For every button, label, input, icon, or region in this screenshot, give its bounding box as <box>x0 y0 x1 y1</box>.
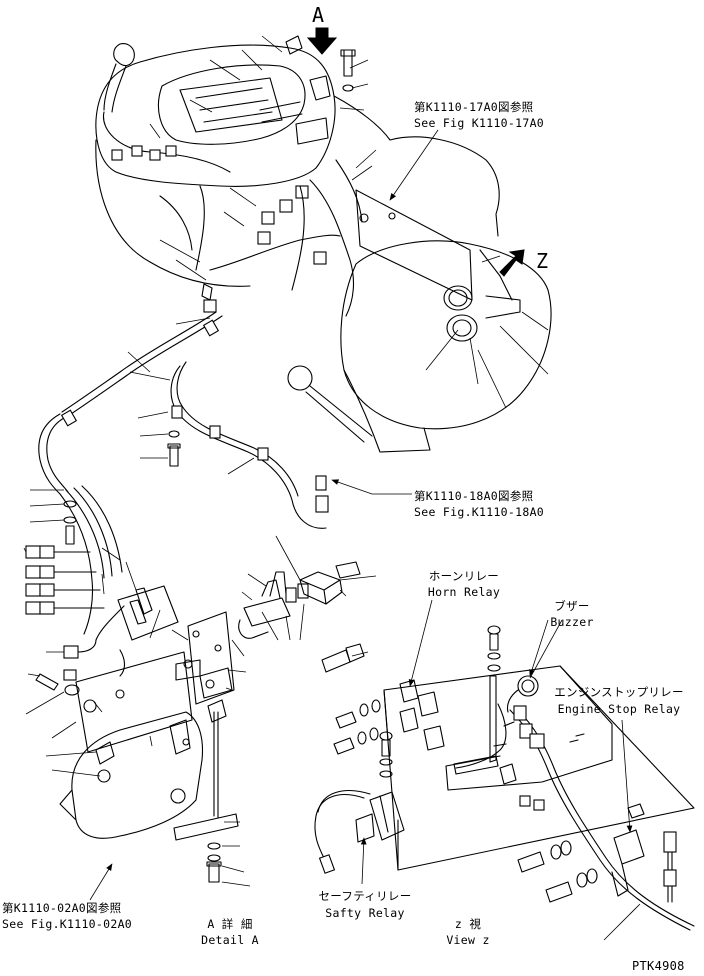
ref-17a0-leader <box>389 129 439 201</box>
view-z-caption-en: View z <box>446 933 490 947</box>
detail-a-assembly <box>23 485 377 887</box>
ref-18a0-leader <box>331 479 412 495</box>
main-assembly <box>38 35 552 529</box>
ref-02a0-leader <box>89 863 113 901</box>
engine-stop-relay-label-en: Engine Stop Relay <box>557 702 681 716</box>
ref-02a0-en: See Fig.K1110-02A0 <box>2 917 133 931</box>
buzzer-label-en: Buzzer <box>550 615 594 629</box>
detail-a-caption-en: Detail A <box>201 933 259 947</box>
buzzer-label-jp: ブザー <box>554 599 590 613</box>
view-z-arrow <box>499 249 525 277</box>
ref-18a0-en: See Fig.K1110-18A0 <box>414 505 545 519</box>
ref-17a0-en: See Fig K1110-17A0 <box>414 116 545 130</box>
view-z-caption-jp: z 視 <box>454 917 482 931</box>
engine-stop-relay-label-jp: エンジンストップリレー <box>554 685 684 699</box>
drawing-number: PTK4908 <box>632 959 685 973</box>
horn-relay-label-jp: ホーンリレー <box>428 569 500 583</box>
safety-relay-label-jp: セーフティリレー <box>318 889 412 903</box>
view-a-letter: A <box>312 3 325 27</box>
ref-17a0-jp: 第K1110-17A0図参照 <box>414 100 534 114</box>
horn-relay-label-en: Horn Relay <box>427 585 501 599</box>
view-z-letter: Z <box>536 249 549 273</box>
view-z-assembly <box>314 599 695 941</box>
view-a-arrow <box>306 27 338 55</box>
detail-a-caption-jp: A 詳 細 <box>207 917 253 931</box>
ref-02a0-jp: 第K1110-02A0図参照 <box>2 901 122 915</box>
safety-relay-label-en: Safty Relay <box>325 906 405 920</box>
ref-18a0-jp: 第K1110-18A0図参照 <box>414 489 534 503</box>
